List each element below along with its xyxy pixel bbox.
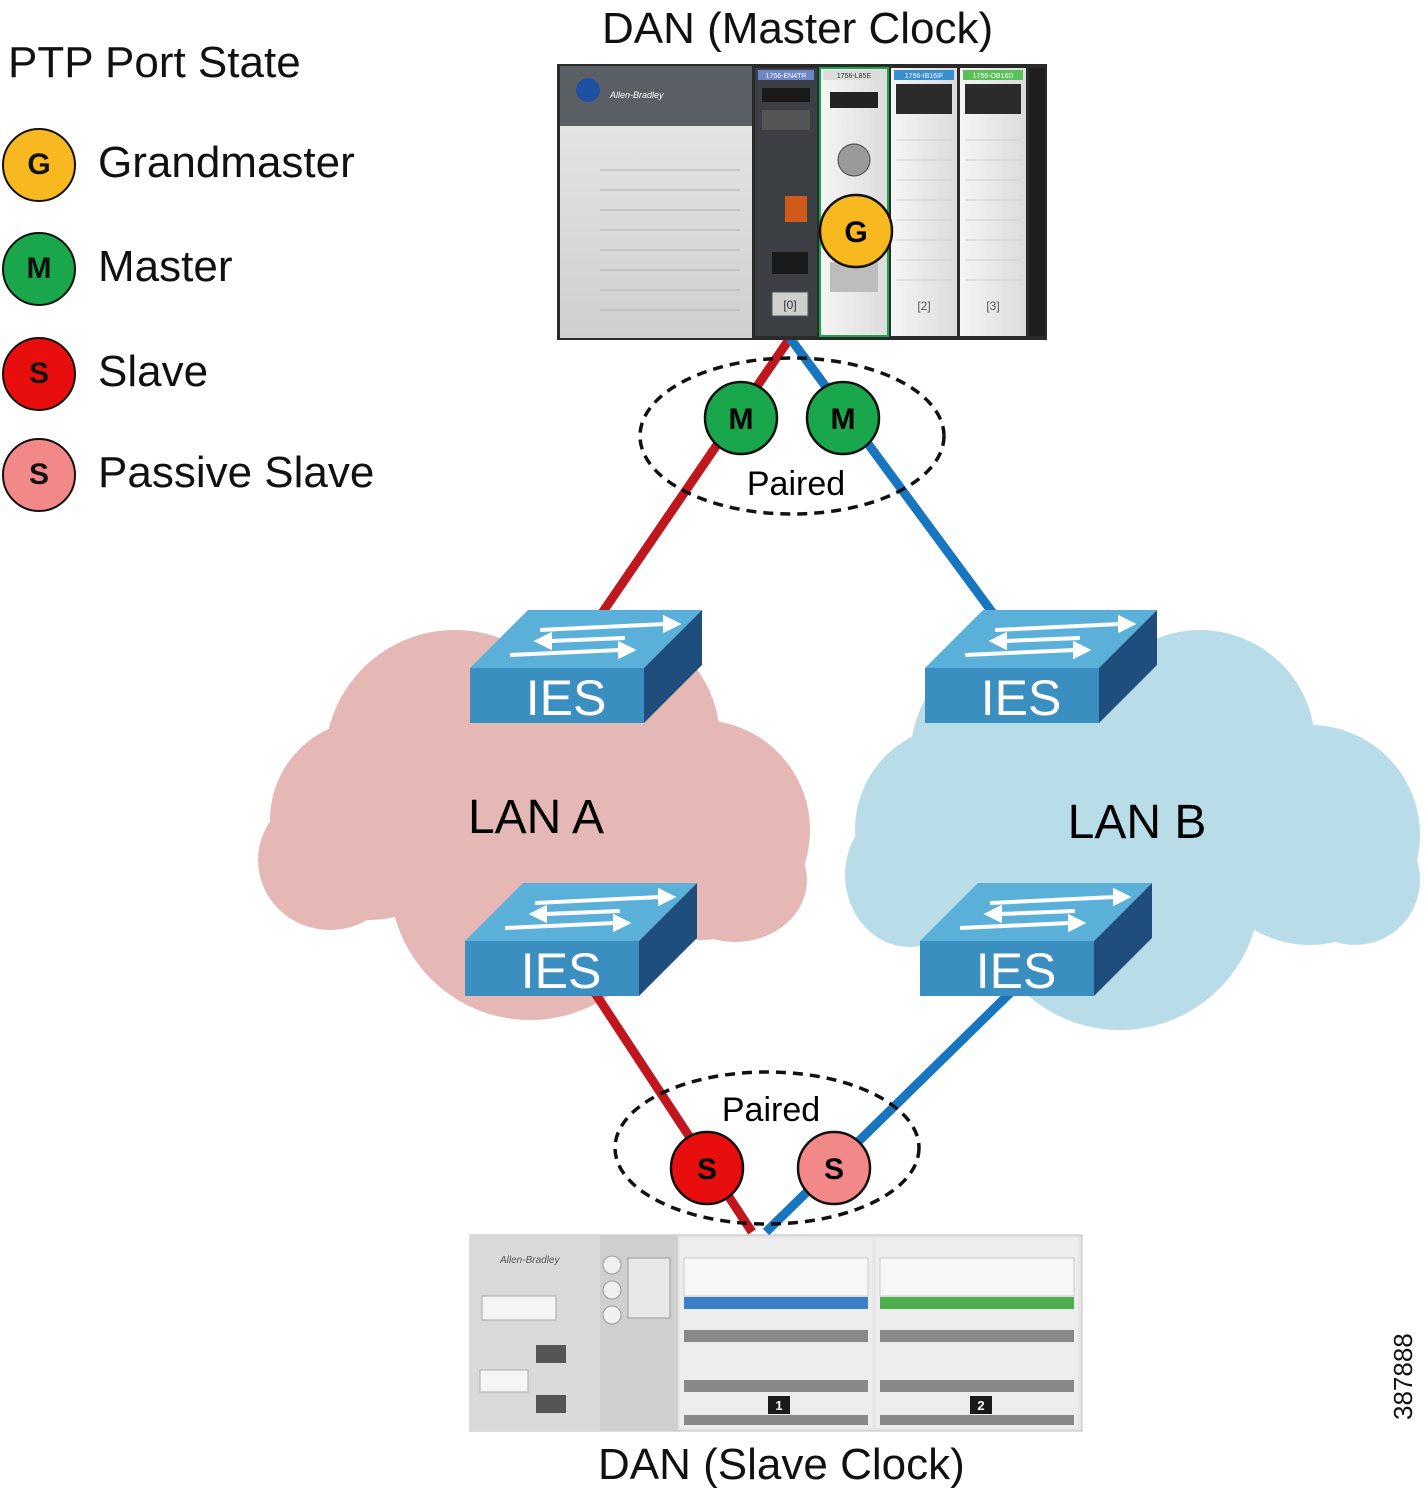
figure-code: 387888 xyxy=(1388,1333,1418,1420)
slave-port-letter: S xyxy=(697,1153,717,1186)
legend-label-passive-slave: Passive Slave xyxy=(98,448,375,497)
slave-device: Allen-Bradley 1 2 xyxy=(469,1234,1083,1432)
master-slot-0: [0] xyxy=(783,298,796,312)
slave-slot-2: 2 xyxy=(977,1398,984,1413)
module-4-label: 1756-OB16D xyxy=(973,73,1014,80)
legend-item-slave: S Slave xyxy=(0,337,400,417)
master-port-a-letter: M xyxy=(729,403,754,436)
master-port-a xyxy=(703,380,779,456)
lan-b-switch-top: IES xyxy=(925,610,1157,726)
passive-slave-port-letter: S xyxy=(824,1153,844,1186)
lan-a-switch-top-label: IES xyxy=(526,670,607,726)
legend-label-master: Master xyxy=(98,242,233,291)
lan-b-link-top xyxy=(786,335,999,619)
passive-slave-legend-icon: S xyxy=(2,438,76,512)
passive-slave-port xyxy=(796,1130,872,1206)
legend-item-master: M Master xyxy=(0,232,400,312)
lan-a-switch-bottom-label: IES xyxy=(521,943,602,999)
top-paired-label: Paired xyxy=(747,465,845,503)
legend-label-slave: Slave xyxy=(98,347,209,396)
slave-device-label: DAN (Slave Clock) xyxy=(598,1440,965,1489)
lan-b-switch-bottom-label: IES xyxy=(976,943,1057,999)
lan-b-switch-top-label: IES xyxy=(981,670,1062,726)
master-port-b xyxy=(805,380,881,456)
grandmaster-legend-icon: G xyxy=(2,128,76,202)
lan-a-label: LAN A xyxy=(468,791,604,844)
grandmaster-port-badge: G xyxy=(818,193,894,269)
lan-a-switch-bottom: IES xyxy=(465,883,697,999)
slave-slot-1: 1 xyxy=(775,1398,782,1413)
module-3-label: 1756-IB16IF xyxy=(905,73,944,80)
lan-a-switch-top: IES xyxy=(470,610,702,726)
legend-title: PTP Port State xyxy=(8,38,301,87)
bottom-paired-group: Paired S S xyxy=(613,1070,921,1226)
legend-item-passive-slave: S Passive Slave xyxy=(0,438,400,518)
master-legend-icon: M xyxy=(2,232,76,306)
lan-b-switch-bottom: IES xyxy=(920,883,1152,999)
slave-brand: Allen-Bradley xyxy=(499,1255,560,1266)
bottom-paired-label: Paired xyxy=(722,1091,820,1129)
legend-label-grandmaster: Grandmaster xyxy=(98,138,355,187)
master-device: Allen-Bradley 1756-EN4TR [0] 1756-L85E xyxy=(557,64,1047,340)
legend-item-grandmaster: G Grandmaster xyxy=(0,128,400,208)
top-paired-group: M M Paired xyxy=(638,356,946,516)
slave-port xyxy=(669,1130,745,1206)
slave-legend-icon: S xyxy=(2,337,76,411)
allen-bradley-logo xyxy=(576,78,600,102)
master-slot-2: [2] xyxy=(917,299,930,313)
master-device-label: DAN (Master Clock) xyxy=(602,4,994,53)
module-1-label: 1756-EN4TR xyxy=(766,73,807,80)
master-brand: Allen-Bradley xyxy=(609,90,664,100)
grandmaster-port-letter: G xyxy=(844,216,867,249)
master-port-b-letter: M xyxy=(831,403,856,436)
lan-a-link-top xyxy=(596,335,794,619)
module-2-label: 1756-L85E xyxy=(837,73,872,80)
lan-b-label: LAN B xyxy=(1068,796,1207,849)
master-slot-3: [3] xyxy=(986,299,999,313)
